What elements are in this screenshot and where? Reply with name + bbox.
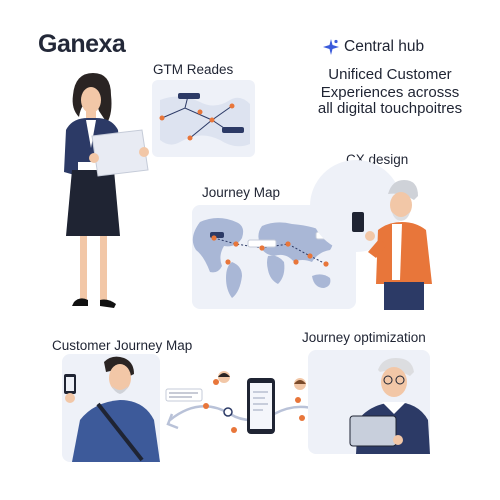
central-hub-title: Central hub: [322, 38, 424, 56]
person-man-icon: [310, 160, 432, 310]
gtm-readiness-label: GTM Reades: [153, 62, 234, 77]
central-hub-label: Central hub: [344, 38, 425, 55]
sparkle-icon: [323, 39, 339, 55]
journey-optimization-card: [308, 350, 430, 454]
journey-map-label: Journey Map: [202, 185, 281, 200]
brand-logo: Ganexa: [38, 30, 126, 58]
journey-optimization-label: Journey optimization: [302, 330, 426, 345]
hub-line-1: Unificed Customer: [328, 66, 452, 83]
central-phone-flow: [165, 371, 345, 435]
world-map-icon: [192, 205, 356, 309]
hub-line-2: Experiences acrosss: [320, 84, 460, 101]
gtm-flow-card: [152, 80, 255, 157]
customer-journey-map-label: Customer Journey Map: [52, 338, 193, 353]
phone-icon: [352, 212, 364, 232]
hub-line-3: all digital touchpoitres: [317, 100, 463, 117]
customer-journey-card: [62, 354, 160, 462]
person-woman-icon: [64, 73, 149, 308]
location-pin-icon: [159, 103, 235, 141]
tablet-icon: [349, 415, 397, 447]
